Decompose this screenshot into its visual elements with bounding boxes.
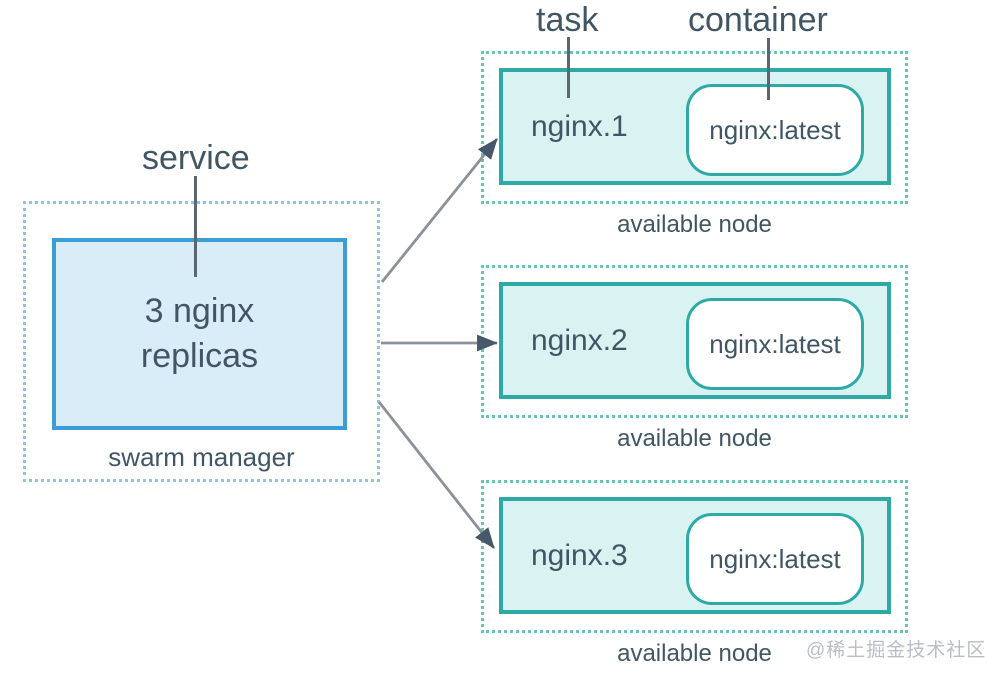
task-pointer-line — [567, 37, 570, 98]
available-node-box-1 — [481, 51, 908, 204]
watermark: @稀土掘金技术社区 — [806, 640, 987, 661]
available-node-box-3 — [481, 480, 908, 633]
swarm-manager-label: swarm manager — [108, 442, 295, 472]
task-name-label-2: nginx.2 — [531, 323, 628, 357]
task-annotation-label: task — [536, 1, 599, 39]
task-box-2: nginx.2 nginx:latest — [499, 282, 891, 399]
available-node-label-3: available node — [617, 640, 772, 667]
container-image-label-3: nginx:latest — [709, 543, 841, 574]
node-group-3: nginx.3 nginx:latest available node — [481, 480, 908, 672]
node-group-1: nginx.1 nginx:latest available node — [481, 51, 908, 243]
container-pointer-line — [767, 38, 770, 100]
container-annotation-label: container — [688, 1, 828, 39]
service-annotation-label: service — [142, 139, 250, 177]
task-name-label-1: nginx.1 — [531, 109, 628, 143]
swarm-manager-box: 3 nginx replicas swarm manager — [23, 201, 380, 482]
service-replicas-box: 3 nginx replicas — [52, 238, 347, 430]
container-image-label-2: nginx:latest — [709, 328, 841, 359]
service-pointer-line — [194, 176, 197, 277]
available-node-label-1: available node — [617, 211, 772, 238]
task-box-1: nginx.1 nginx:latest — [499, 68, 891, 185]
arrow-to-node-1 — [380, 138, 499, 283]
task-box-3: nginx.3 nginx:latest — [499, 497, 891, 614]
task-name-label-3: nginx.3 — [531, 538, 628, 572]
container-box-1: nginx:latest — [686, 84, 864, 176]
container-box-2: nginx:latest — [686, 298, 864, 390]
available-node-label-2: available node — [617, 425, 772, 452]
container-box-3: nginx:latest — [686, 513, 864, 605]
arrow-to-node-3 — [377, 401, 496, 549]
service-replicas-text: 3 nginx replicas — [140, 292, 259, 375]
container-image-label-1: nginx:latest — [709, 114, 841, 145]
node-group-2: nginx.2 nginx:latest available node — [481, 265, 908, 457]
